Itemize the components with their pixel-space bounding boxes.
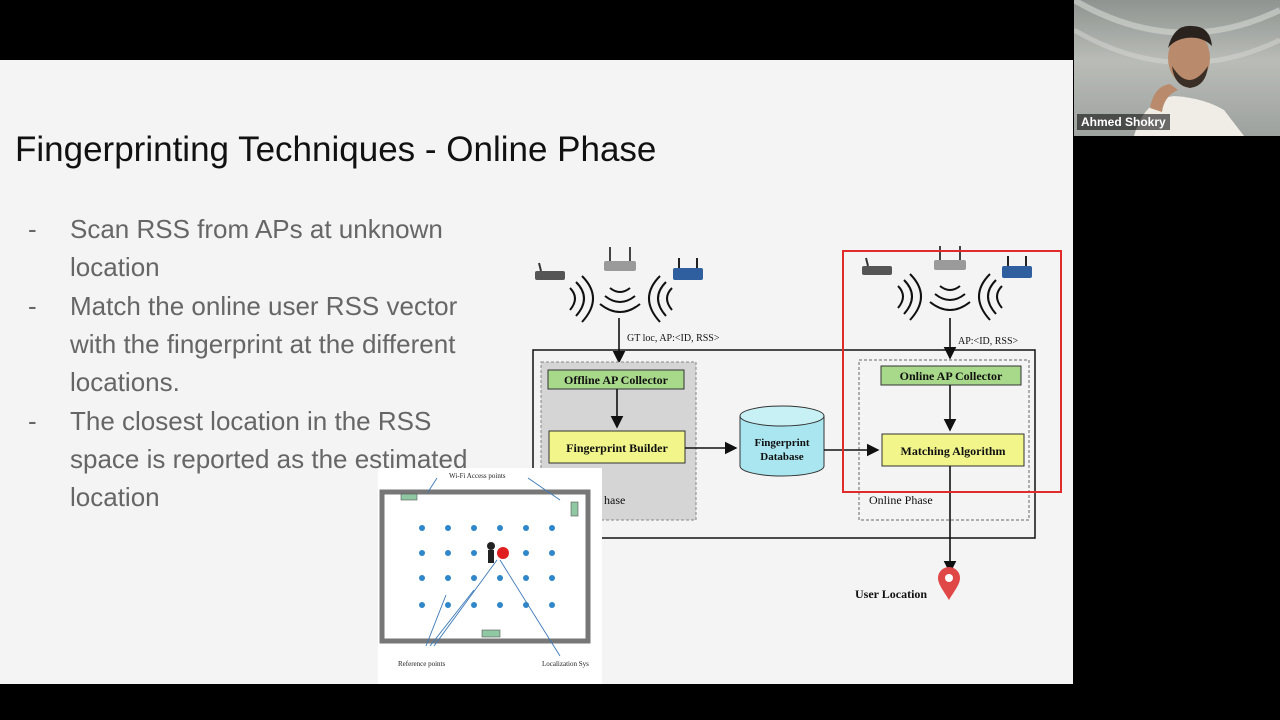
bullet-dash: -	[28, 291, 37, 321]
router-icon	[934, 246, 966, 270]
fingerprint-builder-box	[548, 430, 686, 464]
offline-phase-label: hase	[604, 493, 625, 507]
online-phase-label: Online Phase	[869, 493, 933, 507]
database-icon	[739, 405, 825, 477]
online-phase-panel	[858, 359, 1030, 521]
fingerprint-builder-label: Fingerprint Builder	[566, 441, 668, 455]
person-icon	[487, 542, 495, 563]
router-icon	[604, 247, 636, 271]
participant-video-feed	[1074, 0, 1280, 136]
bullet-text: Match the online user RSS vector with th…	[70, 291, 458, 397]
database-label-line2: Database	[760, 451, 804, 463]
location-pin-icon	[938, 567, 960, 600]
router-icon	[862, 257, 892, 275]
bullet-text: Scan RSS from APs at unknown location	[70, 214, 443, 282]
matching-algorithm-box	[881, 433, 1025, 467]
user-location-label: User Location	[855, 587, 927, 601]
offline-collector-box	[547, 369, 685, 390]
architecture-diagram: GT loc, AP:<ID, RSS> AP:<ID, RSS> hase O…	[532, 246, 1062, 601]
reference-pointer-lines	[425, 477, 561, 657]
room-walls	[379, 489, 591, 644]
wifi-access-points-label: Wi-Fi Access points	[449, 472, 506, 480]
wifi-signal-icon	[897, 273, 1003, 321]
router-icon	[1002, 256, 1032, 278]
router-icon	[535, 262, 565, 280]
participant-name: Ahmed Shokry	[1077, 114, 1170, 130]
database-label-line1: Fingerprint	[755, 437, 810, 449]
matching-algorithm-label: Matching Algorithm	[901, 444, 1006, 458]
offline-signal-label: GT loc, AP:<ID, RSS>	[627, 333, 720, 344]
router-icon	[673, 258, 703, 280]
participant-video-tile[interactable]: Ahmed Shokry	[1074, 0, 1280, 136]
access-point-icon	[400, 493, 579, 638]
slide: Fingerprinting Techniques - Online Phase…	[0, 60, 1073, 684]
slide-title: Fingerprinting Techniques - Online Phase	[15, 130, 657, 169]
floor-plan-image: Wi-Fi Access points Reference points Loc…	[378, 468, 602, 684]
highlight-box	[842, 250, 1062, 493]
online-signal-label: AP:<ID, RSS>	[958, 336, 1019, 347]
localization-system-label: Localization Sys	[542, 660, 589, 668]
user-marker	[497, 547, 509, 559]
offline-collector-label: Offline AP Collector	[564, 373, 669, 387]
system-boundary	[532, 349, 1036, 539]
bullet-dash: -	[28, 214, 37, 244]
bullet-dash: -	[28, 406, 37, 436]
online-collector-box	[880, 365, 1022, 386]
reference-points-label: Reference points	[398, 660, 446, 668]
reference-points	[419, 525, 555, 608]
wifi-signal-icon	[569, 275, 673, 323]
online-collector-label: Online AP Collector	[900, 369, 1003, 383]
